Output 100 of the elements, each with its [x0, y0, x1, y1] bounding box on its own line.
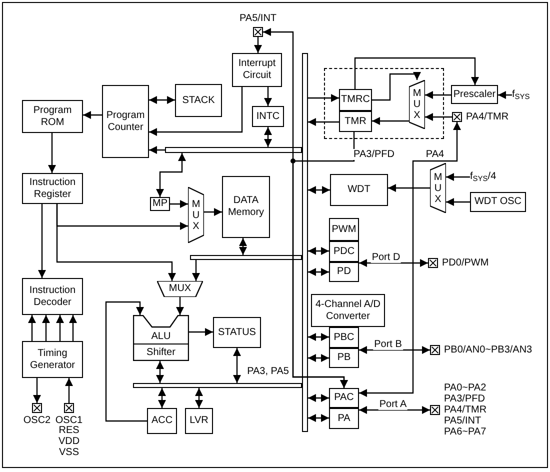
block-box [22, 100, 83, 133]
pin-label: RES [58, 425, 80, 436]
signal-arrow [308, 268, 329, 276]
signal-arrow [425, 91, 451, 99]
block-label: ACC [150, 415, 174, 427]
block-label: Timing Generator [28, 348, 76, 372]
signal-arrow [56, 315, 64, 341]
block-box [252, 106, 284, 127]
signal-arrow [425, 113, 452, 121]
block-box [339, 111, 372, 132]
block-label: PBC [332, 332, 356, 344]
block-box [213, 317, 261, 348]
signal-arrow [69, 315, 77, 341]
block-label: PDC [332, 246, 356, 258]
signal-arrow [158, 388, 166, 408]
block-label: PA [336, 412, 352, 424]
signal-arrow [264, 87, 272, 106]
signal-arrow [254, 37, 262, 53]
signal-arrow [83, 111, 102, 119]
pin-label: OSC1 [55, 415, 83, 426]
pin-label: PA6~PA7 [444, 426, 486, 438]
edge-label: Port A [378, 399, 408, 410]
signal-arrow [149, 146, 165, 154]
signal-arrow [264, 127, 272, 147]
block-label: PWM [330, 224, 358, 236]
block-box [329, 262, 359, 282]
block-box [339, 89, 372, 111]
block-label: PAC [333, 392, 355, 404]
block-box [102, 85, 149, 158]
block-box [22, 173, 83, 204]
signal-arrow [446, 198, 470, 206]
signal-arrow [372, 72, 421, 101]
signal-arrow [308, 354, 329, 362]
signal-arrow [308, 333, 329, 341]
block-label: Instruction Decoder [28, 284, 77, 308]
pin-label: PA5/INT [239, 13, 277, 24]
data-bus [302, 53, 308, 432]
block-label: PD [336, 266, 352, 278]
block-label: 4-Channel A/D Converter [314, 298, 382, 322]
block-box [329, 327, 359, 348]
block-label: LVR [188, 415, 210, 427]
alu-shifter-block [133, 315, 189, 361]
block-box [232, 53, 282, 87]
block-label: STATUS [217, 326, 257, 338]
signal-arrow [308, 94, 339, 102]
signal-arrow [170, 200, 188, 208]
pin-label: PA0~PA2 [444, 382, 486, 394]
block-box [311, 294, 385, 327]
signal-arrow [149, 96, 175, 104]
block-box [222, 176, 270, 238]
block-label: Interrupt Circuit [237, 58, 277, 82]
block-label: DATA Memory [226, 195, 266, 219]
block-box [470, 192, 526, 212]
signal-arrow [48, 133, 56, 173]
signal-arrow [149, 87, 243, 136]
mux-label: MUX [433, 172, 443, 204]
block-label: TMR [344, 116, 368, 128]
signal-arrow [498, 91, 512, 99]
pin-label: PD0/PWM [442, 258, 489, 268]
block-label: Shifter [146, 348, 176, 358]
signal-arrow [388, 184, 430, 192]
pin-label: PA4/TMR [466, 112, 509, 122]
signal-arrow [156, 153, 186, 197]
signal-arrow [105, 301, 147, 422]
block-label: TMRC [340, 94, 371, 106]
data-bus [165, 147, 302, 153]
block-box [329, 348, 359, 368]
block-label: Instruction Register [28, 176, 77, 200]
signal-arrow [308, 394, 329, 402]
block-label: ALU [151, 332, 171, 342]
signal-arrow [28, 315, 36, 341]
block-label: STACK [181, 94, 216, 106]
block-label: MP [152, 198, 168, 210]
block-label: Prescaler [452, 88, 497, 100]
block-box [22, 278, 83, 315]
signal-arrow [308, 414, 329, 422]
block-label: Program ROM [32, 104, 73, 128]
signal-arrow [359, 346, 430, 354]
pin-label: PA4/TMR [444, 404, 487, 416]
pin-label: PA3/PFD [444, 394, 485, 404]
signal-arrow [359, 259, 428, 267]
signal-arrow [156, 361, 164, 383]
signal-arrow [308, 247, 329, 255]
block-box [22, 341, 83, 378]
block-label: WDT OSC [473, 196, 523, 208]
block-box [451, 85, 498, 104]
block-label: PB [336, 352, 352, 364]
signal-arrow [233, 348, 241, 383]
signal-arrow [38, 204, 46, 278]
multiplexer-symbol [430, 163, 446, 213]
multiplexer-symbol [157, 281, 203, 297]
block-box [330, 174, 388, 206]
edge-label: PA3/PFD [352, 149, 396, 160]
signal-arrow [42, 315, 50, 341]
data-bus [190, 255, 302, 260]
edge-label: PA4 [424, 149, 446, 160]
multiplexer-symbol [409, 80, 425, 129]
dashed-group-outline [324, 68, 444, 139]
mux-label: MUX [191, 198, 201, 232]
block-box [329, 388, 359, 408]
